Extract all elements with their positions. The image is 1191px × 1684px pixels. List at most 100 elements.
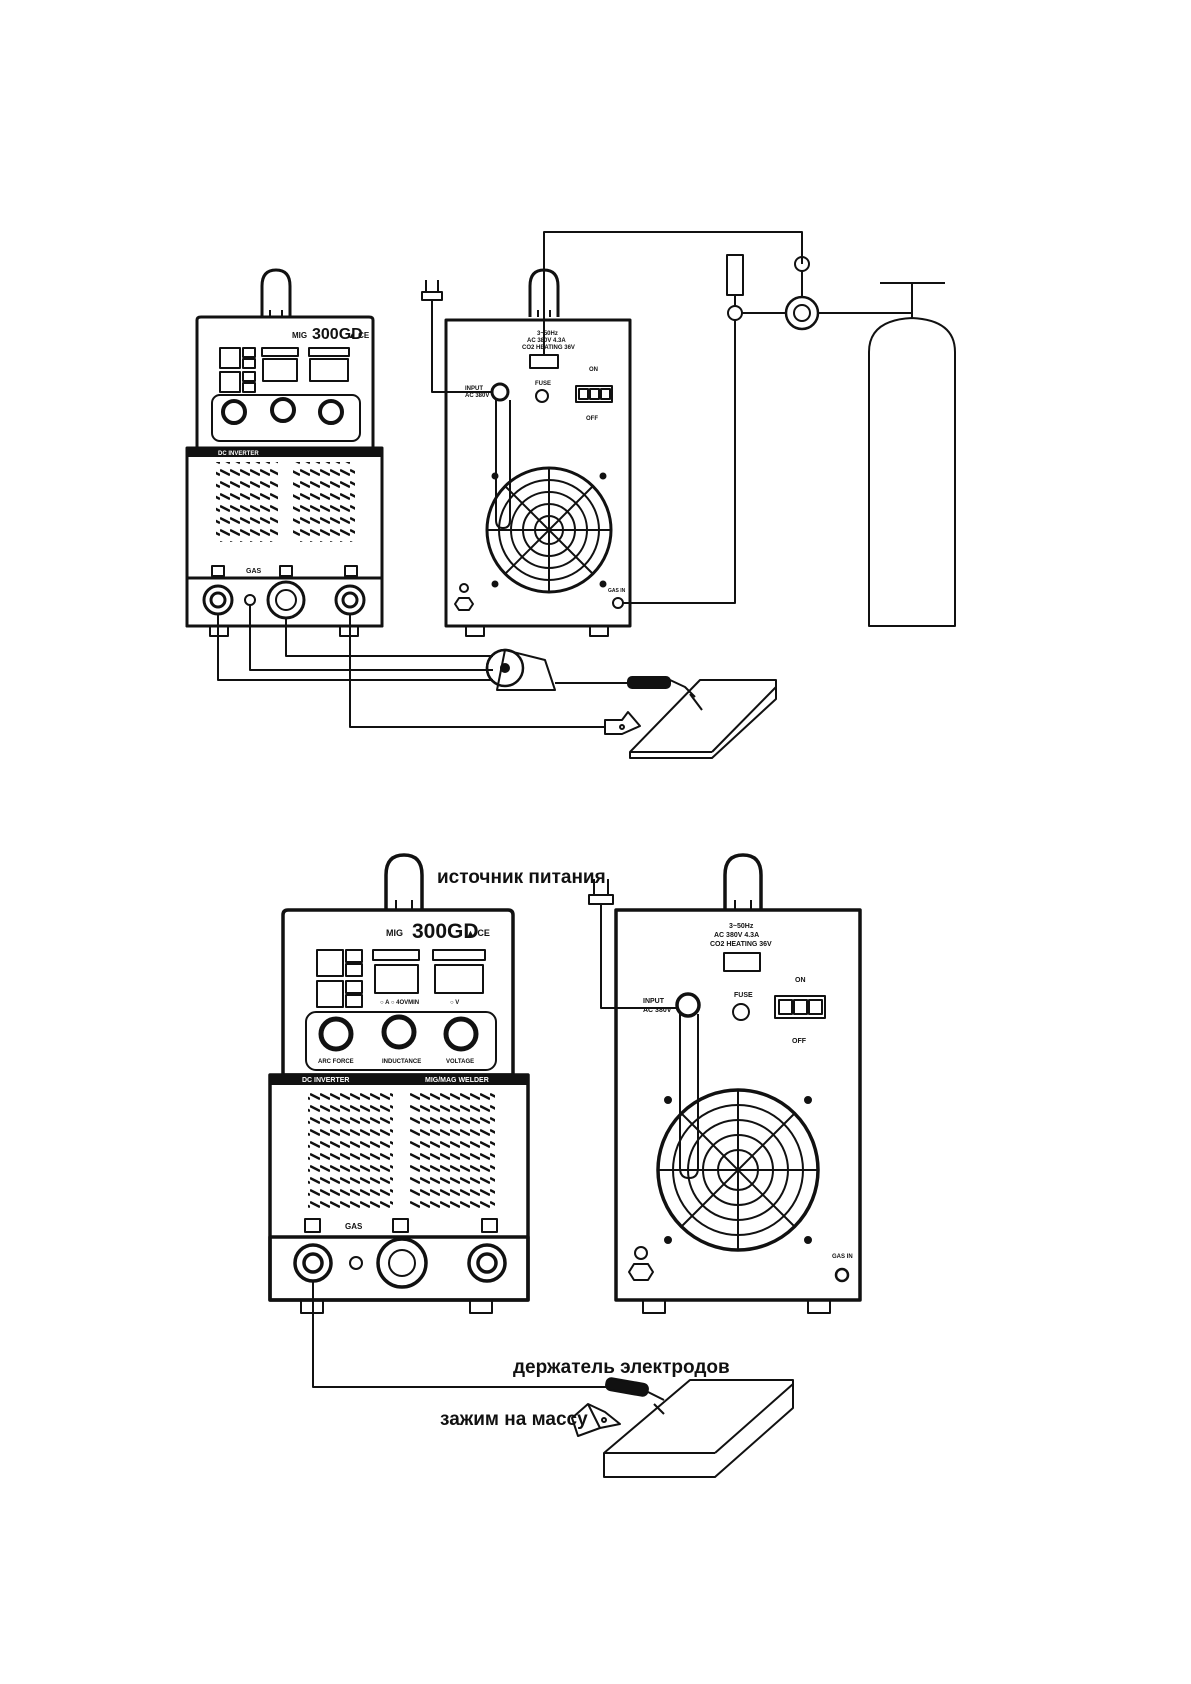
positive-terminal (202, 584, 234, 616)
cooling-fan-grille (485, 466, 613, 594)
welder-front-view-2: MIG 300GD ▲ CE ○ A ○ 4OVMIN ○ V ARC FORC… (268, 853, 530, 1314)
fuse-label: FUSE (734, 992, 753, 999)
gas-label: GAS (246, 568, 262, 575)
ammeter-display (374, 964, 419, 994)
heater-socket (723, 952, 761, 972)
mig-torch (555, 676, 703, 711)
voltmeter-hint: ○ V (450, 1000, 459, 1006)
voltage-knob (443, 1016, 479, 1052)
mode-indicator-icon (316, 949, 344, 977)
left-louvers (216, 462, 278, 542)
mma-connection-diagram: MIG 300GD ▲ CE ○ A ○ 4OVMIN ○ V ARC FORC… (268, 853, 862, 1478)
gas-outlet (349, 1256, 363, 1270)
voltmeter-display (309, 358, 349, 382)
fuse-holder (732, 1003, 750, 1021)
gas-label: GAS (345, 1222, 363, 1231)
ground-clamp-label: зажим на массу (440, 1409, 588, 1430)
input-label: INPUT (465, 386, 483, 392)
welder-front-view: MIG 300GD ▲ CE DC INVERTER (185, 268, 384, 637)
switch-off-label: OFF (586, 416, 598, 422)
ground-cable (349, 614, 605, 728)
heater-socket (529, 354, 559, 369)
input-voltage: AC 380V (465, 393, 489, 399)
model-prefix: MIG (292, 331, 307, 340)
gas-regulator (623, 254, 912, 604)
trigger-mode-icon (316, 980, 344, 1008)
cooling-fan-grille (656, 1088, 820, 1252)
gas-outlet (244, 594, 256, 606)
power-plug-icon (421, 280, 492, 393)
switch-on-label: ON (795, 977, 806, 984)
model-prefix: MIG (386, 928, 403, 938)
switch-off-label: OFF (792, 1038, 807, 1045)
knob-voltage-label: VOLTAGE (446, 1059, 474, 1065)
rating-line-1: 3~50Hz (729, 923, 754, 930)
arc-force-knob (318, 1016, 354, 1052)
positive-terminal (293, 1243, 333, 1283)
gas-inlet (612, 597, 624, 609)
workpiece (629, 679, 777, 759)
ammeter-display (262, 358, 298, 382)
gas-in-label: GAS IN (608, 588, 626, 594)
ground-bolt (454, 597, 474, 611)
model-number: 300GD (412, 920, 479, 943)
input-voltage: AC 380V (643, 1007, 672, 1014)
torch-connector (376, 1237, 428, 1289)
rating-line-1: 3~50Hz (537, 331, 558, 337)
power-switch (774, 995, 826, 1019)
electrode-holder-icon (605, 1377, 665, 1415)
voltage-knob (318, 399, 344, 425)
knob-arc-force-label: ARC FORCE (318, 1059, 354, 1065)
wire-feeder (217, 605, 556, 691)
certification-marks: ▲ CE (348, 331, 370, 340)
inductance-knob (270, 397, 296, 423)
brand-strip: DC INVERTER (302, 1077, 349, 1084)
rating-line-2: AC 380V 4.3A (714, 932, 759, 939)
workpiece (603, 1379, 794, 1478)
welder-rear-view-2: 3~50Hz AC 380V 4.3A CO2 HEATING 36V INPU… (614, 853, 862, 1314)
input-label: INPUT (643, 998, 665, 1005)
ground-clamp-icon (571, 1403, 621, 1437)
switch-on-label: ON (589, 367, 598, 373)
voltmeter-display (434, 964, 484, 994)
negative-terminal (467, 1243, 507, 1283)
gas-in-label: GAS IN (832, 1254, 853, 1260)
heater-cable (543, 231, 803, 355)
power-cable-gland (490, 382, 510, 402)
power-plug-icon (588, 879, 677, 1009)
gas-inlet (834, 1267, 850, 1283)
ammeter-hint: ○ A ○ 4OVMIN (380, 1000, 419, 1006)
model-number: 300GD (312, 326, 363, 343)
certification-marks: ▲ CE (466, 928, 490, 938)
electrode-holder-label: держатель электродов (513, 1357, 730, 1378)
ground-symbol-icon (634, 1246, 648, 1260)
mode-indicator-icon (219, 347, 241, 369)
inductance-knob (381, 1014, 417, 1050)
electrode-cable (312, 1281, 606, 1388)
power-cable-gland (675, 992, 701, 1018)
type-strip: MIG/MAG WELDER (425, 1077, 489, 1084)
ground-symbol-icon (459, 583, 469, 593)
right-louvers (410, 1093, 495, 1208)
gas-cylinder (868, 282, 956, 627)
torch-connector (266, 580, 306, 620)
negative-terminal (334, 584, 366, 616)
ground-bolt (628, 1263, 654, 1281)
rating-line-3: CO2 HEATING 36V (710, 941, 772, 948)
mig-connection-diagram: MIG 300GD ▲ CE DC INVERTER (185, 231, 956, 759)
power-switch (575, 385, 613, 403)
right-louvers (293, 462, 355, 542)
power-source-label: источник питания (437, 867, 606, 888)
flowmeter (726, 254, 744, 296)
brand-strip: DC INVERTER (218, 451, 259, 457)
left-louvers (308, 1093, 393, 1208)
trigger-mode-icon (219, 371, 241, 393)
welder-rear-view: 3~50Hz AC 380V 4.3A CO2 HEATING 36V INPU… (444, 268, 632, 637)
knob-inductance-label: INDUCTANCE (382, 1059, 421, 1065)
rating-line-3: CO2 HEATING 36V (522, 345, 575, 351)
rating-line-2: AC 380V 4.3A (527, 338, 566, 344)
ground-clamp-icon (604, 711, 641, 735)
fuse-label: FUSE (535, 381, 551, 387)
arc-force-knob (221, 399, 247, 425)
